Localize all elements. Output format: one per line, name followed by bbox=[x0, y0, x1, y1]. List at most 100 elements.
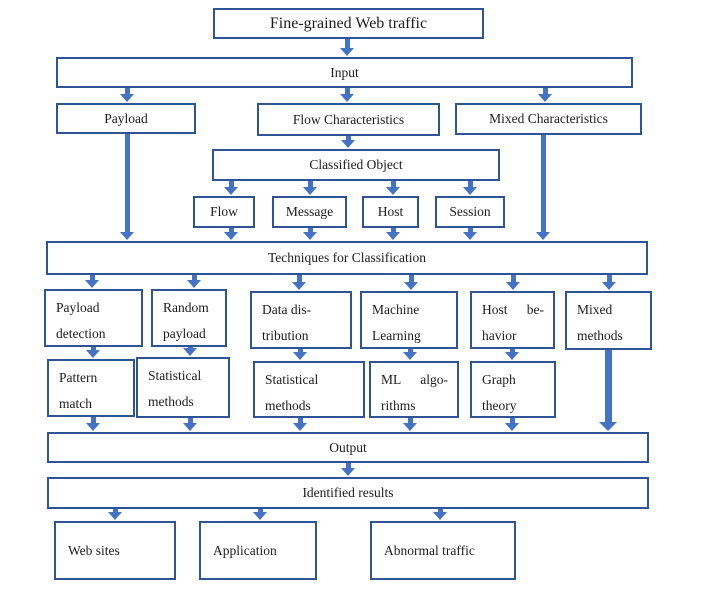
node-flow: Flow bbox=[193, 196, 255, 228]
arrowhead-input-to-payload bbox=[120, 94, 134, 102]
node-label: Mixed bbox=[577, 302, 613, 317]
arrow-pattern-match-to-output bbox=[90, 417, 96, 424]
arrow-message-to-techniques bbox=[307, 228, 313, 233]
arrowhead-classified-to-message bbox=[303, 187, 317, 195]
node-label: ML algo- bbox=[381, 372, 448, 387]
node-label: Graph bbox=[482, 372, 516, 387]
node-flow-characteristics: Flow Characteristics bbox=[257, 103, 440, 136]
node-label: Abnormal traffic bbox=[384, 542, 475, 558]
arrowhead-mixed-char-to-techniques bbox=[536, 232, 550, 240]
node-label: methods bbox=[148, 394, 194, 409]
node-statistical-methods-2: Statistical methods bbox=[253, 361, 365, 418]
arrow-ml-algorithms-to-output bbox=[407, 418, 413, 424]
arrowhead-techniques-to-payload-detection bbox=[85, 280, 99, 288]
node-label: methods bbox=[265, 398, 311, 413]
arrowhead-classified-to-flow bbox=[224, 187, 238, 195]
node-host: Host bbox=[362, 196, 419, 228]
node-application: Application bbox=[199, 521, 317, 580]
node-host-behavior: Host be-havior bbox=[470, 291, 555, 349]
node-label: Statistical bbox=[148, 368, 202, 383]
node-input: Input bbox=[56, 57, 633, 88]
arrowhead-techniques-to-machine-learning bbox=[404, 282, 418, 290]
arrowhead-input-to-flow-char bbox=[340, 94, 354, 102]
arrowhead-classified-to-session bbox=[463, 187, 477, 195]
arrowhead-session-to-techniques bbox=[463, 232, 477, 240]
arrow-input-to-flow-char bbox=[344, 88, 350, 95]
arrow-statistical-methods-2-to-output bbox=[297, 418, 303, 424]
arrowhead-statistical-methods-2-to-output bbox=[293, 423, 307, 431]
arrow-flow-to-techniques bbox=[228, 228, 234, 233]
arrowhead-payload-to-techniques bbox=[120, 232, 134, 240]
arrow-title-to-input bbox=[344, 39, 350, 49]
arrow-techniques-to-payload-detection bbox=[89, 275, 95, 281]
arrowhead-payload-detection-to-pattern-match bbox=[86, 350, 100, 358]
node-label: tribution bbox=[262, 328, 309, 343]
node-label: Fine-grained Web traffic bbox=[269, 14, 428, 32]
arrowhead-ml-algorithms-to-output bbox=[403, 423, 417, 431]
node-label: Input bbox=[330, 64, 359, 80]
arrow-classified-to-flow bbox=[228, 181, 234, 188]
node-label: rithms bbox=[381, 398, 416, 413]
node-data-distribution: Data dis-tribution bbox=[250, 291, 352, 349]
node-label: Host bbox=[377, 204, 404, 219]
arrowhead-identified-to-application bbox=[253, 512, 267, 520]
arrowhead-identified-to-abnormal-traffic bbox=[433, 512, 447, 520]
node-label: Application bbox=[213, 542, 277, 558]
node-label: theory bbox=[482, 398, 517, 413]
arrowhead-techniques-to-host-behavior bbox=[506, 282, 520, 290]
node-label: Statistical bbox=[265, 372, 319, 387]
node-output: Output bbox=[47, 432, 649, 463]
arrowhead-flow-to-techniques bbox=[224, 232, 238, 240]
node-identified-results: Identified results bbox=[47, 477, 649, 509]
node-label: detection bbox=[56, 326, 106, 341]
arrow-techniques-to-host-behavior bbox=[510, 275, 516, 283]
arrow-mixed-char-to-techniques bbox=[540, 135, 546, 233]
arrow-techniques-to-random-payload bbox=[191, 275, 197, 281]
node-techniques-for-classification: Techniques for Classification bbox=[46, 241, 648, 275]
arrowhead-techniques-to-random-payload bbox=[187, 280, 201, 288]
arrow-statistical-methods-1-to-output bbox=[187, 418, 193, 424]
arrow-classified-to-session bbox=[467, 181, 473, 188]
node-label: match bbox=[59, 396, 92, 411]
arrow-payload-detection-to-pattern-match bbox=[90, 347, 96, 351]
node-statistical-methods-1: Statistical methods bbox=[136, 357, 230, 418]
arrowhead-message-to-techniques bbox=[303, 232, 317, 240]
arrowhead-mixed-methods-to-output bbox=[599, 422, 617, 431]
arrow-identified-to-application bbox=[257, 509, 263, 513]
node-label: Techniques for Classification bbox=[267, 250, 426, 265]
arrowhead-input-to-mixed-char bbox=[538, 94, 552, 102]
node-label: Identified results bbox=[302, 485, 394, 500]
arrowhead-data-distribution-to-statistical-methods-2 bbox=[293, 352, 307, 360]
node-label: Flow Characteristics bbox=[292, 111, 405, 127]
arrow-identified-to-abnormal-traffic bbox=[437, 509, 443, 513]
node-session: Session bbox=[435, 196, 505, 228]
arrowhead-graph-theory-to-output bbox=[505, 423, 519, 431]
arrow-flow-char-to-classified bbox=[345, 136, 351, 141]
node-label: Flow bbox=[210, 204, 238, 219]
node-abnormal-traffic: Abnormal traffic bbox=[370, 521, 516, 580]
node-fine-grained-web-traffic: Fine-grained Web traffic bbox=[213, 8, 484, 39]
arrow-payload-to-techniques bbox=[124, 134, 130, 233]
arrowhead-host-behavior-to-graph-theory bbox=[505, 352, 519, 360]
arrow-host-behavior-to-graph-theory bbox=[509, 349, 515, 353]
node-mixed-methods: Mixed methods bbox=[565, 291, 652, 350]
arrow-techniques-to-mixed-methods bbox=[606, 275, 612, 283]
node-label: havior bbox=[482, 328, 517, 343]
node-label: Session bbox=[449, 204, 491, 219]
arrowhead-host-to-techniques bbox=[386, 232, 400, 240]
node-label: Message bbox=[285, 204, 334, 219]
node-label: Machine bbox=[372, 302, 420, 317]
node-label: methods bbox=[577, 328, 623, 343]
arrow-data-distribution-to-statistical-methods-2 bbox=[297, 349, 303, 353]
node-label: Payload bbox=[104, 110, 148, 126]
node-web-sites: Web sites bbox=[54, 521, 176, 580]
arrow-classified-to-host bbox=[390, 181, 396, 188]
arrowhead-techniques-to-data-distribution bbox=[292, 282, 306, 290]
node-label: Data dis- bbox=[262, 302, 312, 317]
node-ml-algorithms: ML algo-rithms bbox=[369, 361, 459, 418]
arrow-identified-to-web-sites bbox=[112, 509, 118, 513]
